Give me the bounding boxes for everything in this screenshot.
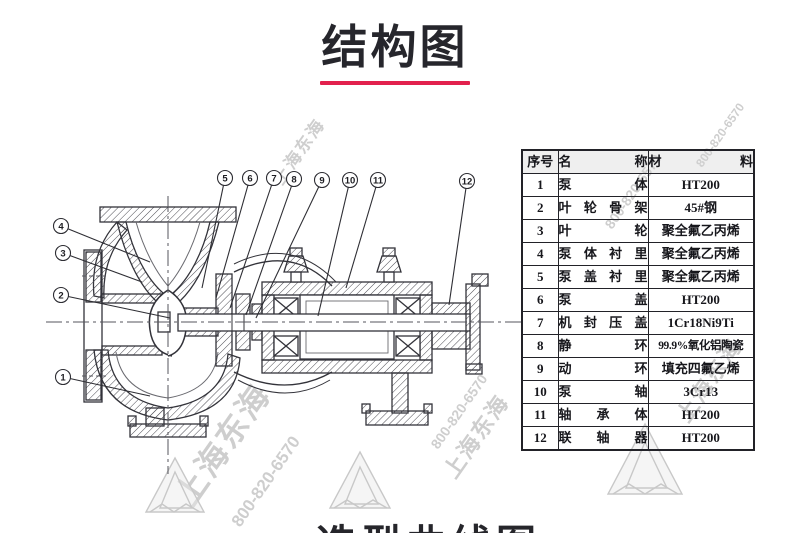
suction-pipe-bottom-wall [101, 345, 163, 356]
callout-12: 12 [448, 172, 476, 306]
svg-text:2: 2 [58, 291, 63, 302]
svg-text:1: 1 [60, 373, 66, 384]
grease-cup [283, 247, 309, 283]
callout-10: 10 [317, 171, 359, 317]
col-header-material: 材 料 [647, 149, 755, 174]
frame-foot-base [365, 410, 429, 426]
svg-text:12: 12 [462, 177, 473, 188]
svg-text:4: 4 [58, 222, 64, 233]
svg-text:7: 7 [271, 174, 276, 185]
callout-3: 3 [54, 244, 143, 283]
svg-text:3: 3 [60, 249, 65, 260]
next-section-title-clipped: 选型曲线图 [316, 512, 541, 533]
bearing-housing-bottom [261, 359, 433, 374]
suction-flange-outline [83, 249, 103, 403]
callout-8: 8 [245, 170, 303, 316]
col-header-name: 名 称 [557, 149, 649, 174]
ball-bearing [273, 297, 421, 357]
svg-text:5: 5 [222, 174, 228, 185]
callout-1: 1 [54, 368, 151, 397]
callout-6: 6 [215, 169, 259, 299]
coupling-flange [465, 283, 481, 371]
callout-9: 9 [255, 171, 331, 319]
casing-lining [115, 351, 219, 399]
callout-2: 2 [52, 286, 171, 319]
watermark-logo-triangle [144, 422, 684, 513]
callout-11: 11 [345, 171, 387, 289]
col-header-no: 序号 [521, 149, 559, 174]
svg-text:9: 9 [319, 176, 324, 187]
casing-foot-stem [145, 407, 165, 427]
frame-foot-stem [391, 372, 409, 414]
casing-bottom [93, 349, 241, 421]
page-title: 结构图 [321, 21, 469, 73]
section-header: 结构图 [0, 20, 790, 86]
callout-5: 5 [201, 169, 234, 289]
callout-7: 7 [229, 169, 283, 309]
pump-drawing [46, 196, 522, 474]
table-header-row: 序号 名 称 材 料 [521, 149, 755, 174]
suction-flange-top [85, 251, 102, 303]
svg-text:10: 10 [345, 176, 356, 187]
svg-text:8: 8 [291, 175, 296, 186]
callouts: 1 2 3 4 5 6 7 8 9 10 11 12 [52, 169, 476, 397]
title-underline [320, 81, 470, 86]
grease-cup [376, 247, 402, 283]
svg-text:6: 6 [247, 174, 252, 185]
suction-pipe-top-wall [101, 293, 163, 304]
callout-4: 4 [52, 217, 151, 263]
svg-text:11: 11 [373, 176, 384, 187]
